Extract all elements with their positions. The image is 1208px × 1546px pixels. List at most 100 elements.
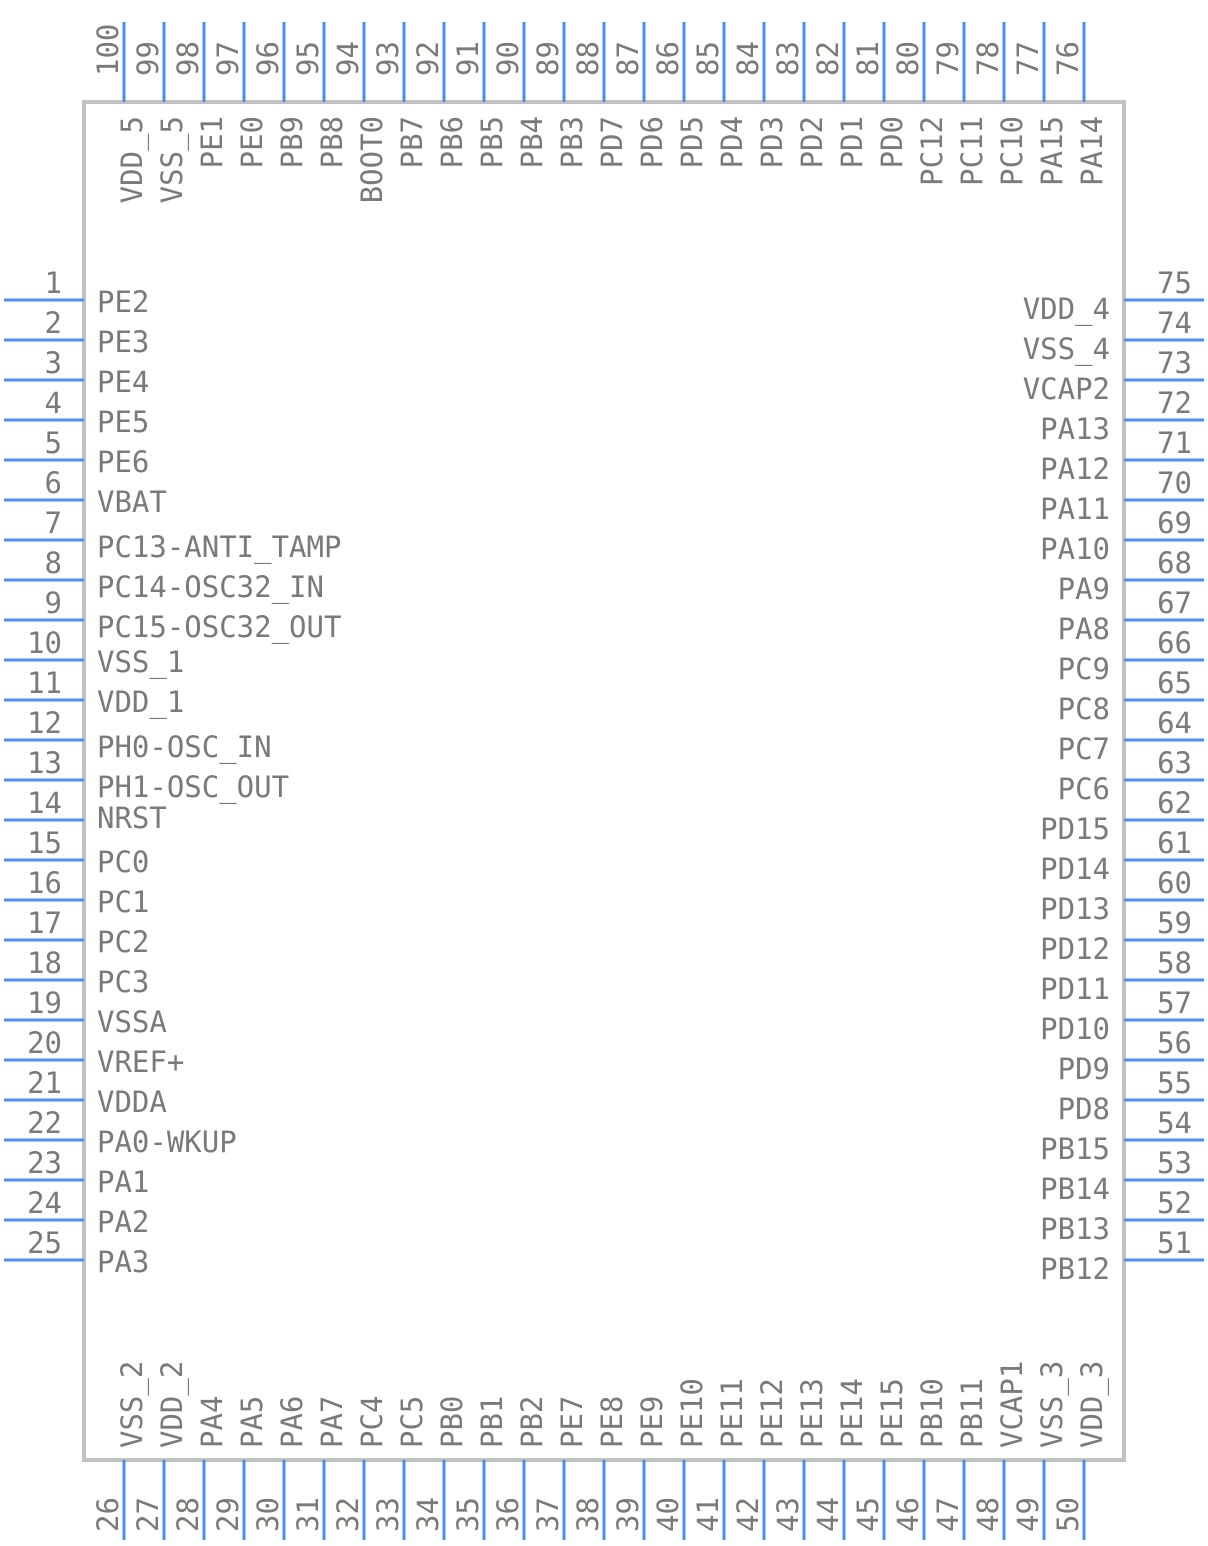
pin-label: VDD_4 bbox=[1023, 292, 1110, 327]
pin-number: 3 bbox=[45, 346, 62, 380]
pin-number: 11 bbox=[27, 666, 62, 700]
pin-number: 56 bbox=[1157, 1026, 1192, 1060]
pin-label: PA12 bbox=[1040, 452, 1110, 486]
pin-number: 48 bbox=[971, 1497, 1005, 1532]
pin-label: PB6 bbox=[435, 116, 469, 168]
pin-bottom-43: 43 PE13 bbox=[771, 1378, 829, 1540]
pin-number: 6 bbox=[45, 466, 62, 500]
pin-label: PD2 bbox=[795, 116, 829, 168]
pin-number: 21 bbox=[27, 1066, 62, 1100]
pin-number: 76 bbox=[1051, 41, 1085, 76]
pin-label: PD6 bbox=[635, 116, 669, 168]
pin-number: 74 bbox=[1157, 306, 1192, 340]
pin-number: 35 bbox=[451, 1497, 485, 1532]
pin-label: PC7 bbox=[1058, 732, 1110, 766]
pin-label: VDD_5 bbox=[115, 116, 150, 203]
pin-label: PE13 bbox=[795, 1378, 829, 1448]
pin-number: 31 bbox=[291, 1497, 325, 1532]
pin-label: PE4 bbox=[97, 365, 149, 399]
pin-number: 91 bbox=[451, 41, 485, 76]
pin-label: PD8 bbox=[1058, 1092, 1110, 1126]
pin-number: 50 bbox=[1051, 1497, 1085, 1532]
pin-label: PB10 bbox=[915, 1378, 949, 1448]
pin-label: PD5 bbox=[675, 116, 709, 168]
pin-number: 66 bbox=[1157, 626, 1192, 660]
pin-label: PD14 bbox=[1040, 852, 1110, 886]
pin-number: 90 bbox=[491, 41, 525, 76]
pin-label: PA14 bbox=[1075, 116, 1109, 186]
pin-label: PE9 bbox=[635, 1396, 669, 1448]
pin-label: PE15 bbox=[875, 1378, 909, 1448]
pin-number: 77 bbox=[1011, 41, 1045, 76]
pin-number: 88 bbox=[571, 41, 605, 76]
pin-label: PE2 bbox=[97, 285, 149, 319]
pin-number: 12 bbox=[27, 706, 62, 740]
pin-number: 19 bbox=[27, 986, 62, 1020]
pin-number: 10 bbox=[27, 626, 62, 660]
pin-number: 93 bbox=[371, 41, 405, 76]
pin-number: 49 bbox=[1011, 1497, 1045, 1532]
pin-number: 52 bbox=[1157, 1186, 1192, 1220]
pin-label: PC11 bbox=[955, 116, 989, 186]
pin-number: 72 bbox=[1157, 386, 1192, 420]
pin-number: 43 bbox=[771, 1497, 805, 1532]
pin-label: PD4 bbox=[715, 116, 749, 168]
pin-number: 94 bbox=[331, 41, 365, 76]
pin-number: 26 bbox=[91, 1497, 125, 1532]
pin-number: 63 bbox=[1157, 746, 1192, 780]
pin-number: 51 bbox=[1157, 1226, 1192, 1260]
pin-label: PA1 bbox=[97, 1165, 149, 1199]
pin-number: 30 bbox=[251, 1497, 285, 1532]
pin-number: 95 bbox=[291, 41, 325, 76]
pin-label: VDD_1 bbox=[97, 685, 184, 720]
pin-label: PC10 bbox=[995, 116, 1029, 186]
pin-label: PB12 bbox=[1040, 1252, 1110, 1286]
pin-label: PE1 bbox=[195, 116, 229, 168]
pin-number: 70 bbox=[1157, 466, 1192, 500]
pin-label: PA2 bbox=[97, 1205, 149, 1239]
pin-label: PD11 bbox=[1040, 972, 1110, 1006]
pin-label: PE6 bbox=[97, 445, 149, 479]
pin-label: PB11 bbox=[955, 1378, 989, 1448]
pin-label: PB5 bbox=[475, 116, 509, 168]
pin-label: NRST bbox=[97, 801, 167, 835]
pin-label: PB4 bbox=[515, 116, 549, 168]
pin-label: VBAT bbox=[97, 485, 167, 519]
pin-number: 69 bbox=[1157, 506, 1192, 540]
pin-label: PD9 bbox=[1058, 1052, 1110, 1086]
pin-label: PA13 bbox=[1040, 412, 1110, 446]
pin-label: PB15 bbox=[1040, 1132, 1110, 1166]
pin-label: PE5 bbox=[97, 405, 149, 439]
pin-label: PA7 bbox=[315, 1396, 349, 1448]
pin-label: PC14-OSC32_IN bbox=[97, 570, 324, 605]
pin-label: PC12 bbox=[915, 116, 949, 186]
pin-number: 7 bbox=[45, 506, 62, 540]
pin-number: 65 bbox=[1157, 666, 1192, 700]
